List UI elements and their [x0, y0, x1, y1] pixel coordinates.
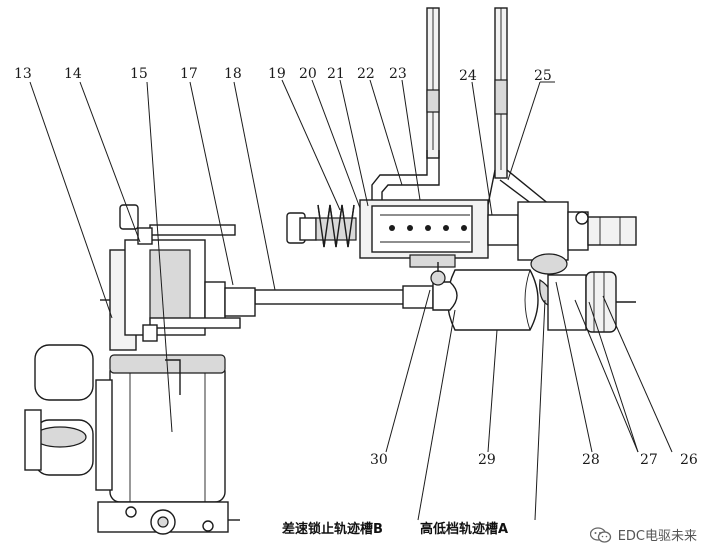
label-30: 30 — [370, 452, 388, 468]
label-26: 26 — [680, 452, 698, 468]
lower-cylinder — [446, 269, 636, 333]
label-18: 18 — [224, 66, 242, 82]
watermark-text: EDC电驱未来 — [617, 529, 697, 544]
shift-rod-right — [487, 7, 561, 225]
leader-lines — [29, 79, 673, 521]
label-20: 20 — [299, 66, 317, 82]
groove-captions: 差速锁止轨迹槽B 高低档轨迹槽A — [282, 521, 508, 537]
label-28: 28 — [582, 452, 600, 468]
upper-shaft — [286, 199, 637, 275]
wechat-icon — [589, 526, 611, 543]
label-23: 23 — [389, 66, 407, 82]
label-19: 19 — [268, 66, 286, 82]
actuator-bracket — [100, 204, 256, 351]
label-24: 24 — [459, 68, 477, 84]
connecting-rod — [254, 262, 458, 311]
label-17: 17 — [180, 66, 198, 82]
watermark: EDC电驱未来 — [589, 525, 697, 544]
label-21: 21 — [327, 66, 345, 82]
caption-groove-b: 差速锁止轨迹槽B — [282, 521, 383, 537]
shift-rod-left — [371, 7, 440, 210]
label-27: 27 — [640, 452, 658, 468]
label-25: 25 — [534, 68, 552, 84]
label-13: 13 — [14, 66, 32, 82]
electric-motor — [24, 344, 240, 535]
part-number-labels: 13 14 15 17 18 19 20 21 22 23 24 25 26 2… — [14, 66, 698, 468]
label-22: 22 — [357, 66, 375, 82]
label-15: 15 — [130, 66, 148, 82]
caption-groove-a: 高低档轨迹槽A — [420, 521, 508, 537]
label-14: 14 — [64, 66, 82, 82]
label-29: 29 — [478, 452, 496, 468]
